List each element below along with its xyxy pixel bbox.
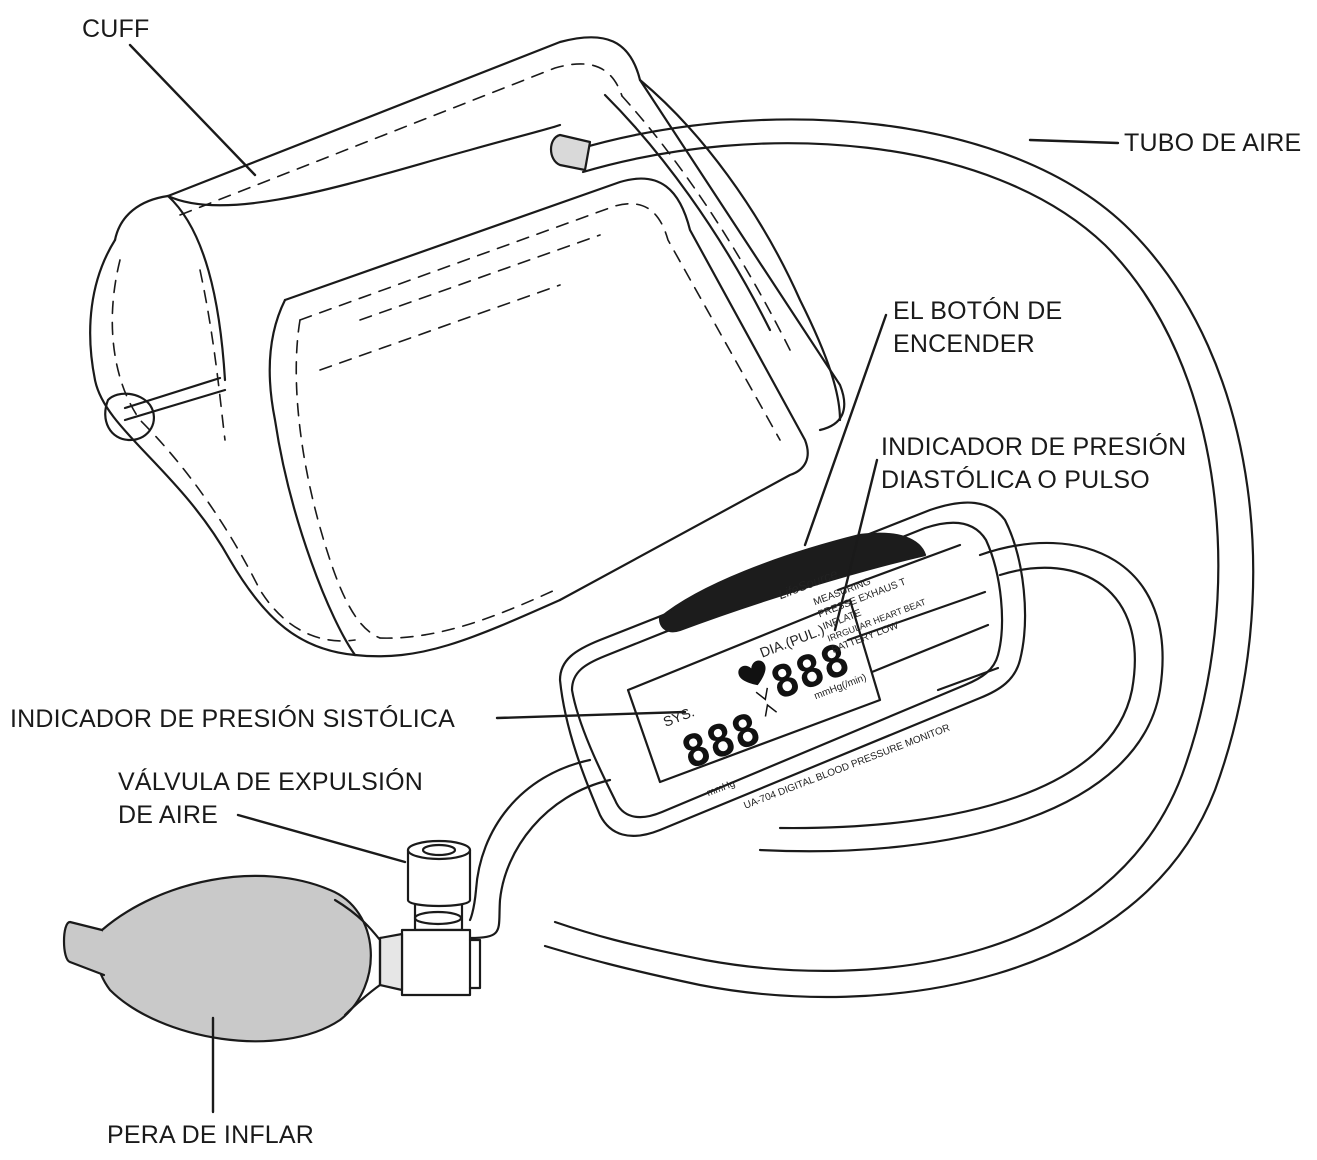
label-bulb: PERA DE INFLAR	[107, 1118, 314, 1152]
arrow-up-icon	[762, 703, 777, 717]
cuff-leader	[130, 45, 255, 175]
arrow-down-icon	[756, 688, 771, 702]
air-tube-leader	[1030, 140, 1118, 143]
systolic-leader	[497, 712, 685, 718]
label-power-button-2: ENCENDER	[893, 327, 1035, 361]
label-cuff: CUFF	[82, 12, 149, 46]
model-line: UA-704 DIGITAL BLOOD PRESSURE MONITOR	[742, 723, 951, 812]
label-power-button-1: EL BOTÓN DE	[893, 294, 1062, 328]
label-diastolic-1: INDICADOR DE PRESIÓN	[881, 430, 1186, 464]
cuff	[90, 37, 844, 656]
label-systolic: INDICADOR DE PRESIÓN SISTÓLICA	[10, 702, 455, 736]
unit-left: mmHg	[705, 778, 736, 799]
label-valve-2: DE AIRE	[118, 798, 218, 832]
label-air-tube: TUBO DE AIRE	[1124, 126, 1301, 160]
air-release-valve[interactable]	[380, 841, 480, 995]
label-valve-1: VÁLVULA DE EXPULSIÓN	[118, 765, 423, 799]
valve-leader	[238, 815, 405, 862]
label-diastolic-2: DIASTÓLICA O PULSO	[881, 463, 1150, 497]
inflation-bulb[interactable]	[64, 876, 380, 1041]
